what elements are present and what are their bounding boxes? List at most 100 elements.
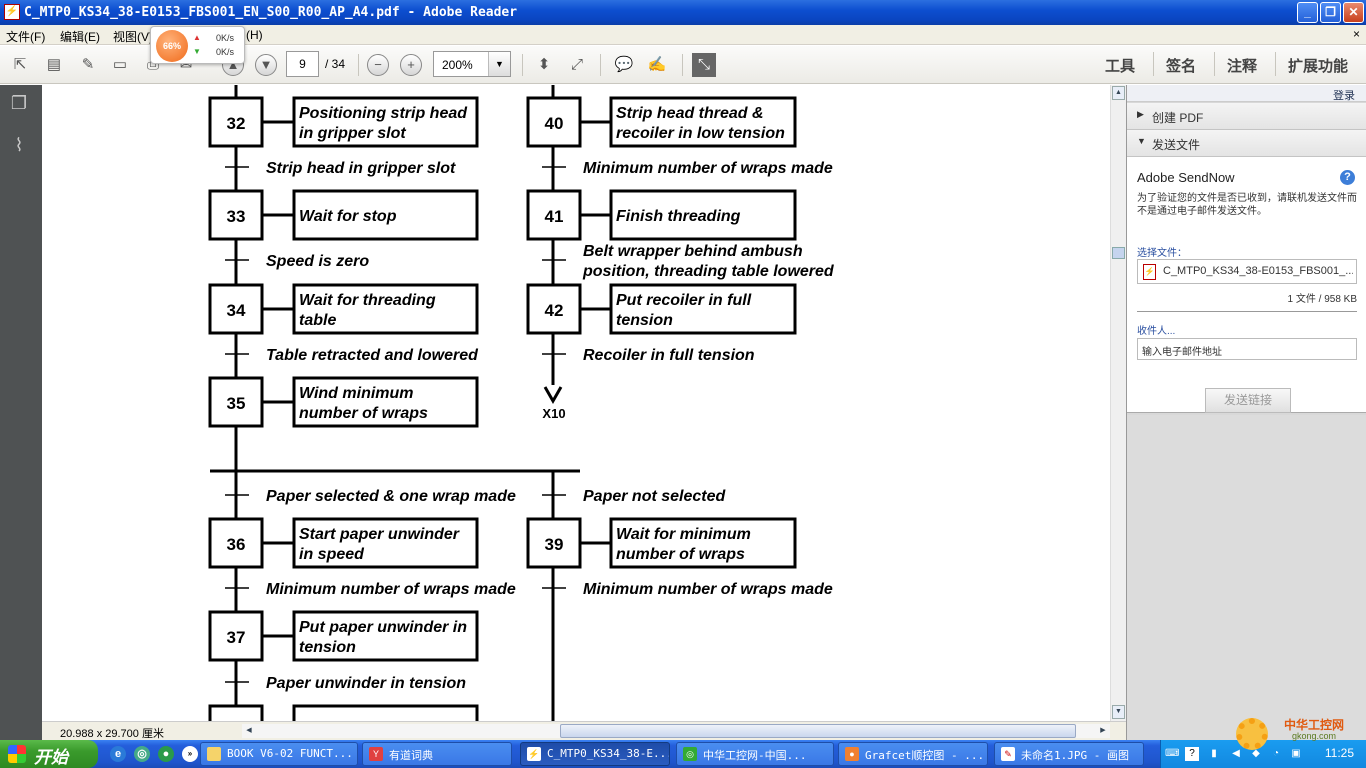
step-action: Wind minimum bbox=[299, 385, 414, 402]
task-grafcet[interactable]: ● Grafcet顺控图 - ... bbox=[838, 742, 988, 766]
step-action: Wait for minimum bbox=[616, 526, 751, 543]
scroll-thumb[interactable] bbox=[1112, 247, 1125, 259]
step-number: 40 bbox=[545, 114, 564, 133]
highlight-icon[interactable]: ✍ bbox=[647, 56, 667, 73]
send-link-button[interactable]: 发送链接 bbox=[1205, 388, 1291, 413]
toolbar-divider bbox=[1214, 52, 1215, 76]
task-book[interactable]: BOOK V6-02 FUNCT... bbox=[200, 742, 358, 766]
security-icon[interactable]: ◆ bbox=[1252, 748, 1260, 759]
pdf-icon: ⚡ bbox=[527, 747, 541, 761]
menu-edit[interactable]: 编辑(E) bbox=[60, 30, 100, 44]
create-pdf-section[interactable]: ▶ 创建 PDF bbox=[1127, 103, 1366, 130]
zoom-in-icon[interactable]: + bbox=[400, 54, 422, 76]
email-field[interactable]: 输入电子邮件地址 bbox=[1137, 338, 1357, 360]
sendnow-title: Adobe SendNow bbox=[1137, 170, 1235, 185]
scroll-right-icon[interactable]: ▶ bbox=[1100, 727, 1106, 734]
zoom-out-icon[interactable]: − bbox=[367, 54, 389, 76]
maximize-button[interactable]: ❐ bbox=[1320, 2, 1341, 23]
page-number-input[interactable]: 9 bbox=[286, 51, 319, 77]
selected-file[interactable]: ⚡ C_MTP0_KS34_38-E0153_FBS001_... bbox=[1137, 259, 1357, 284]
task-label: BOOK V6-02 FUNCT... bbox=[227, 747, 353, 760]
taskbar: 开始 e ◎ ● » BOOK V6-02 FUNCT... Y 有道词典 ⚡ … bbox=[0, 740, 1366, 768]
task-paint[interactable]: ✎ 未命名1.JPG - 画图 bbox=[994, 742, 1144, 766]
back-icon[interactable]: ◀ bbox=[1232, 748, 1240, 759]
page-total: / 34 bbox=[325, 57, 346, 71]
start-button[interactable]: 开始 bbox=[0, 740, 98, 768]
step-number: 36 bbox=[227, 535, 246, 554]
step-action: recoiler in low tension bbox=[616, 125, 785, 142]
menu-file[interactable]: 文件(F) bbox=[6, 30, 46, 44]
menu-close-icon[interactable]: × bbox=[1352, 27, 1360, 41]
chevron-down-icon: ▼ bbox=[1137, 136, 1146, 146]
tray-app-icon[interactable]: ▣ bbox=[1291, 748, 1301, 759]
horizontal-scrollbar[interactable]: ◀ ▶ bbox=[242, 724, 1110, 738]
next-page-icon[interactable]: ▼ bbox=[255, 54, 277, 76]
fit-width-icon[interactable]: ⤢ bbox=[570, 56, 583, 73]
save-icon[interactable]: ▭ bbox=[112, 56, 128, 73]
browser-icon[interactable]: ◎ bbox=[134, 746, 150, 762]
step-action: tension bbox=[616, 312, 673, 329]
create-pdf-icon[interactable]: ▤ bbox=[46, 56, 62, 73]
dictionary-icon: Y bbox=[369, 747, 383, 761]
close-button[interactable]: ✕ bbox=[1343, 2, 1364, 23]
task-adobe-reader[interactable]: ⚡ C_MTP0_KS34_38-E... bbox=[520, 742, 670, 766]
help-icon[interactable]: ? bbox=[1340, 170, 1355, 185]
grafcet-diagram: 32 33 34 35 40 41 42 36 37 39 Positionin… bbox=[208, 85, 835, 721]
page-size: 20.988 x 29.700 厘米 bbox=[60, 728, 164, 740]
transition-label: Recoiler in full tension bbox=[583, 347, 755, 364]
network-icon[interactable]: ▮ bbox=[1211, 748, 1217, 759]
extend-button[interactable]: 扩展功能 bbox=[1288, 58, 1349, 75]
recipient-label[interactable]: 收件人... bbox=[1137, 326, 1176, 337]
transition-label: Paper unwinder in tension bbox=[266, 675, 466, 692]
step-action: Positioning strip head bbox=[299, 105, 468, 122]
open-file-icon[interactable]: ⇱ bbox=[13, 56, 27, 73]
choose-file-label: 选择文件： bbox=[1137, 248, 1187, 259]
scroll-left-icon[interactable]: ◀ bbox=[246, 727, 252, 734]
start-label: 开始 bbox=[34, 748, 68, 767]
comment-button[interactable]: 注释 bbox=[1227, 58, 1258, 75]
upload-arrow-icon: ▲ bbox=[193, 33, 201, 42]
scroll-up-icon[interactable]: ▲ bbox=[1112, 86, 1125, 100]
send-description: 为了验证您的文件是否已收到，请联机发送文件而不是通过电子邮件发送文件。 bbox=[1137, 193, 1357, 217]
network-speed-widget[interactable]: 66% ▲ ▼ 0K/s 0K/s bbox=[150, 26, 245, 64]
zoom-value: 200% bbox=[442, 58, 473, 72]
menu-help[interactable]: (H) bbox=[246, 28, 263, 42]
vertical-scrollbar[interactable]: ▲ ▼ bbox=[1110, 85, 1126, 721]
step-number: 33 bbox=[227, 207, 246, 226]
task-gkong[interactable]: ◎ 中华工控网-中国... bbox=[676, 742, 834, 766]
transition-label: Minimum number of wraps made bbox=[266, 581, 516, 598]
transition-label: Table retracted and lowered bbox=[266, 347, 479, 364]
ie-icon[interactable]: e bbox=[110, 746, 126, 762]
send-file-section[interactable]: ▼ 发送文件 bbox=[1127, 130, 1366, 157]
tools-button[interactable]: 工具 bbox=[1105, 58, 1136, 75]
help-icon[interactable]: ? bbox=[1185, 747, 1199, 761]
comment-icon[interactable]: 💬 bbox=[614, 56, 634, 73]
task-label: 有道词典 bbox=[389, 749, 433, 762]
step-action: number of wraps bbox=[616, 546, 745, 563]
volume-icon[interactable]: ◔ bbox=[1272, 748, 1280, 759]
file-info: 1 文件 / 958 KB bbox=[1287, 294, 1357, 305]
menu-view[interactable]: 视图(V) bbox=[113, 30, 153, 44]
full-screen-icon[interactable]: ⤡ bbox=[692, 53, 716, 77]
sign-button[interactable]: 签名 bbox=[1166, 58, 1197, 75]
jump-label: X10 bbox=[542, 406, 565, 421]
pages-icon[interactable]: ❐ bbox=[10, 93, 28, 113]
scroll-down-icon[interactable]: ▼ bbox=[1112, 705, 1125, 719]
minimize-button[interactable]: _ bbox=[1297, 2, 1318, 23]
pdf-file-icon: ⚡ bbox=[1143, 264, 1156, 280]
expand-icon[interactable]: » bbox=[182, 746, 198, 762]
step-number: 37 bbox=[227, 628, 246, 647]
fit-page-icon[interactable]: ⬍ bbox=[537, 56, 551, 73]
quicklaunch-icon[interactable]: ● bbox=[158, 746, 174, 762]
chevron-down-icon[interactable]: ▼ bbox=[488, 52, 510, 76]
task-youdao[interactable]: Y 有道词典 bbox=[362, 742, 512, 766]
scroll-thumb[interactable] bbox=[560, 724, 1076, 738]
edit-icon[interactable]: ✎ bbox=[81, 56, 95, 73]
zoom-select[interactable]: 200% ▼ bbox=[433, 51, 511, 77]
document-view[interactable]: 32 33 34 35 40 41 42 36 37 39 Positionin… bbox=[42, 85, 1110, 721]
attachment-icon[interactable]: ⌇ bbox=[14, 135, 24, 155]
keyboard-icon[interactable]: ⌨ bbox=[1165, 748, 1180, 759]
chevron-right-icon: ▶ bbox=[1137, 109, 1144, 119]
toolbar-divider bbox=[522, 54, 523, 76]
login-link[interactable]: 登录 bbox=[1333, 90, 1355, 102]
